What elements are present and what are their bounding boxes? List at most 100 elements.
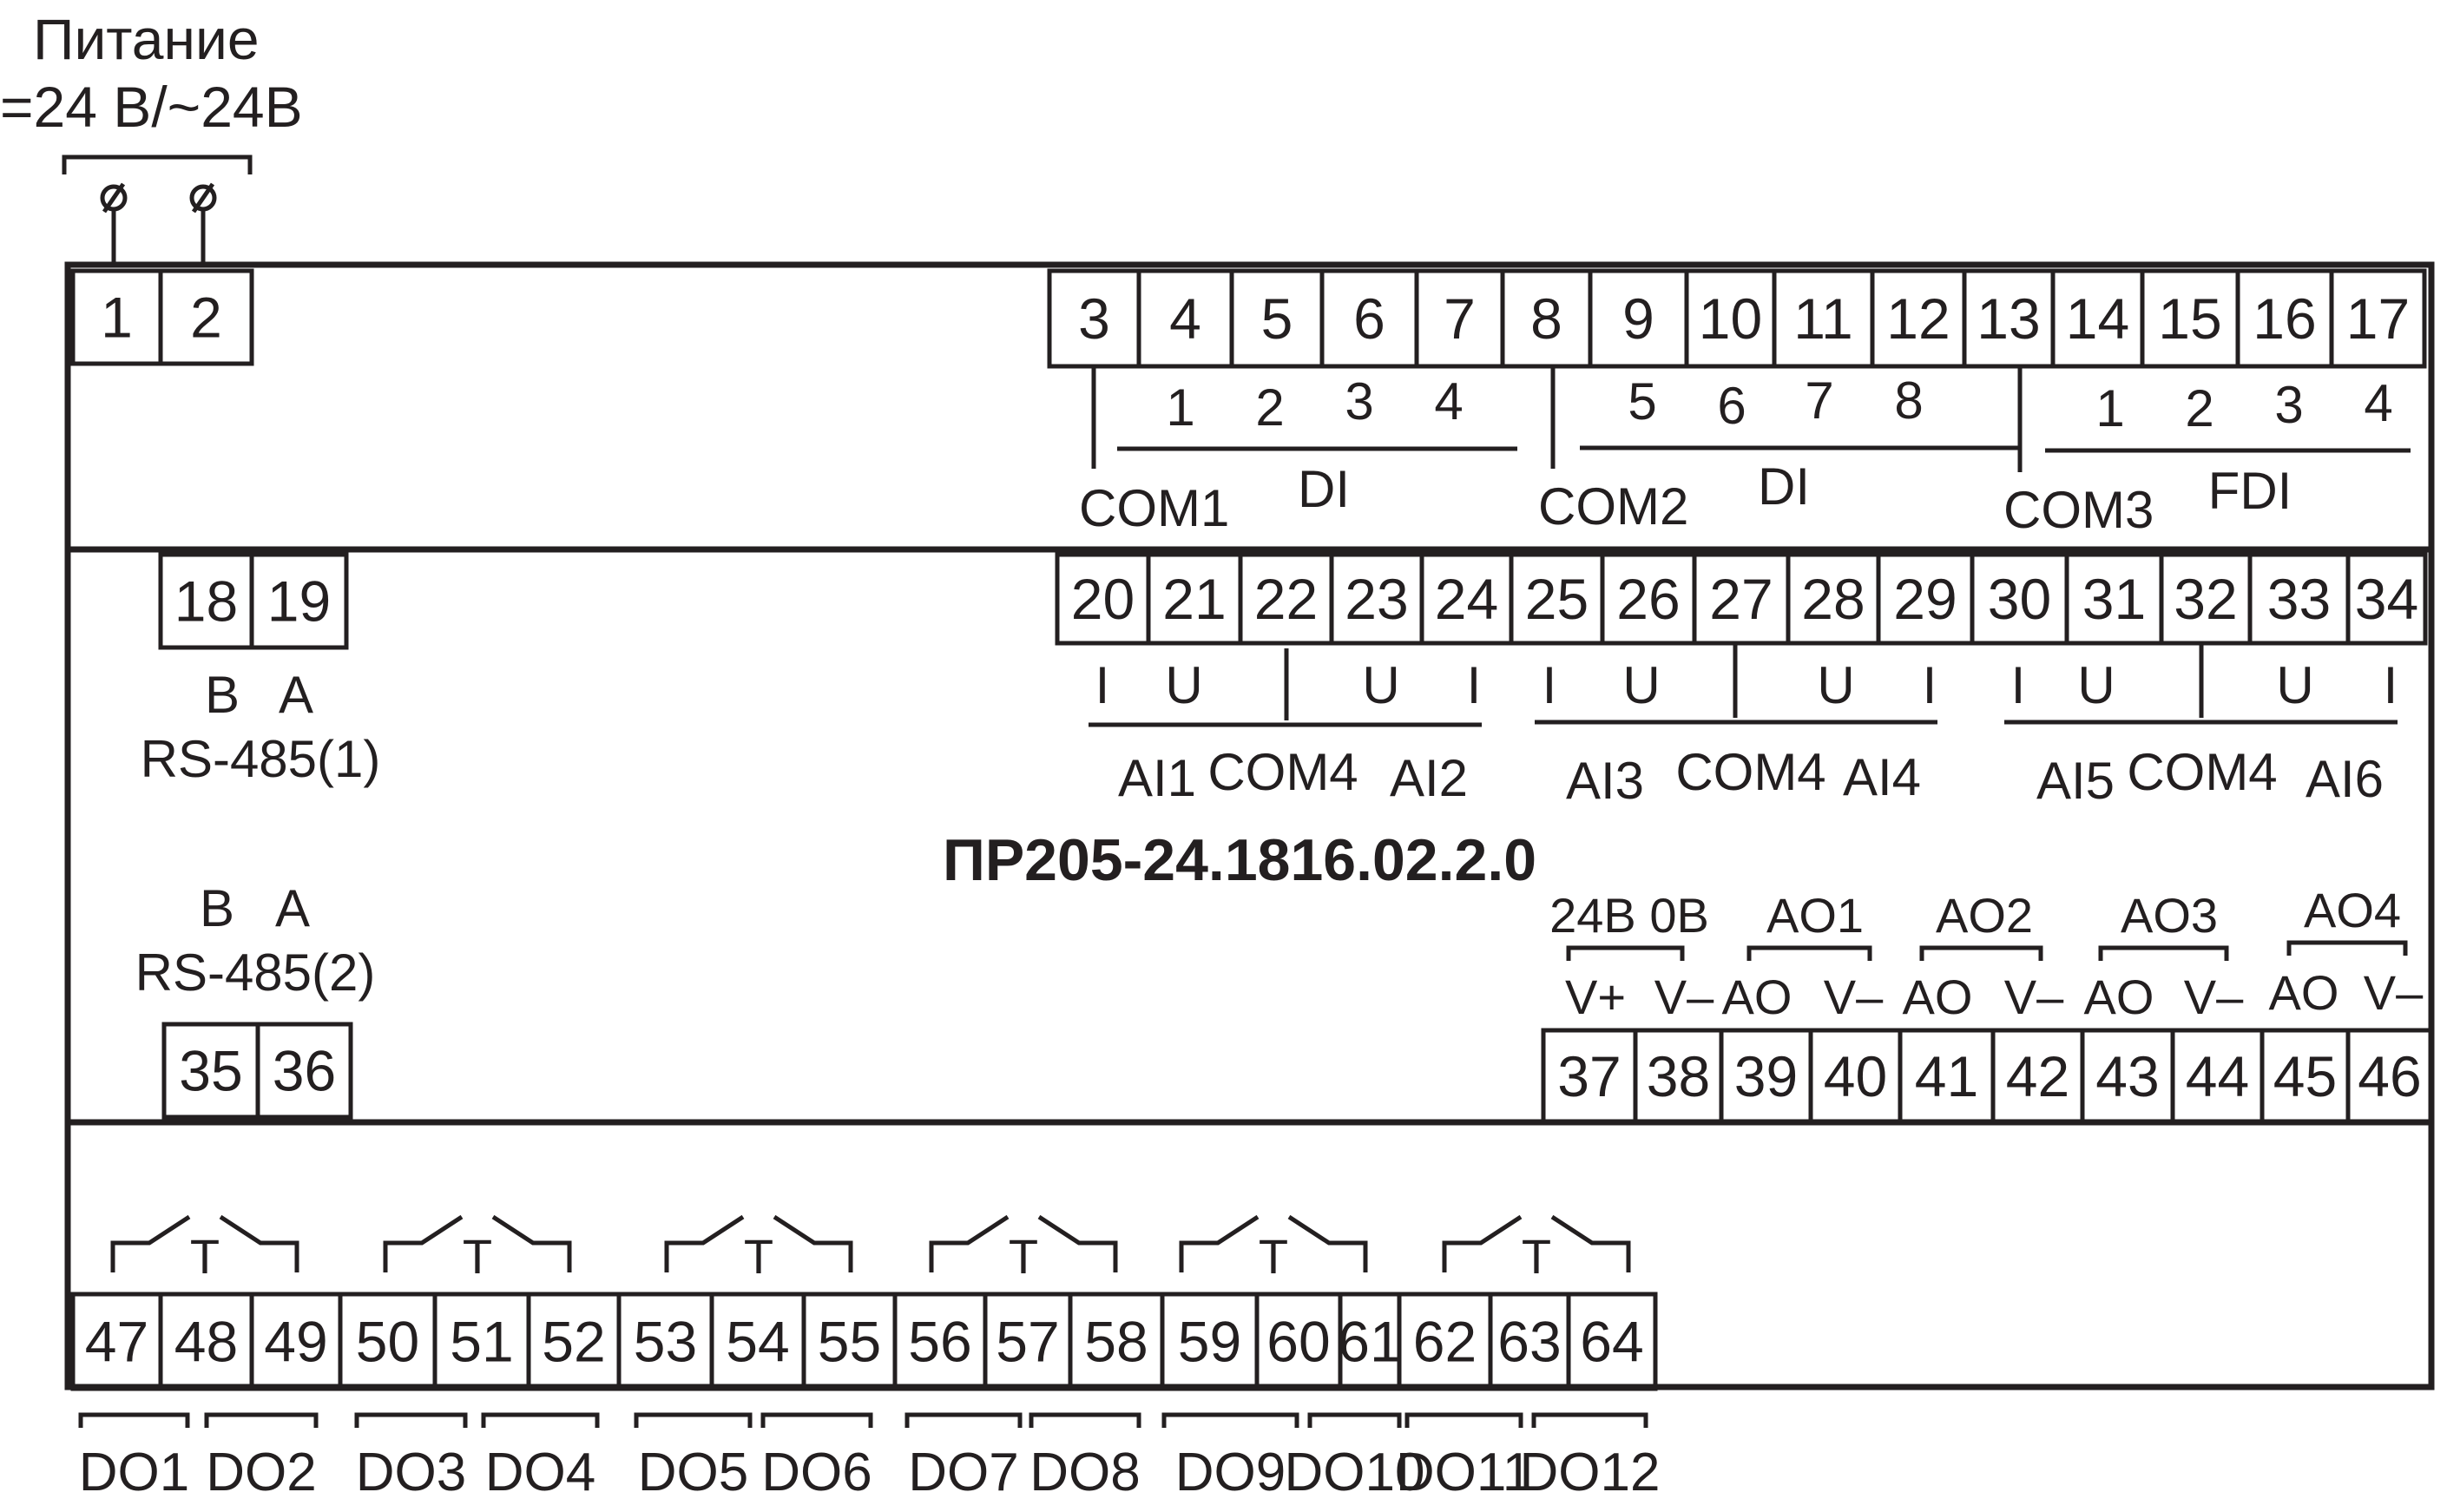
- terminal: 22: [1238, 552, 1334, 646]
- di-number: 2: [1255, 378, 1284, 437]
- terminal: 17: [2329, 268, 2427, 369]
- terminal: 21: [1146, 552, 1243, 646]
- ao-channel-2: AO2 AO V–: [1903, 888, 2065, 1024]
- ai-current-label: I: [1095, 656, 1110, 714]
- di-group-1: 1 2 3 4 COM1 DI: [1079, 368, 1517, 537]
- terminal: 13: [1962, 268, 2056, 369]
- terminal: 33: [2247, 552, 2351, 646]
- terminal: 53: [616, 1292, 714, 1391]
- terminal: 9: [1588, 268, 1689, 369]
- power-title: Питание: [33, 7, 260, 71]
- do-label: DO2: [206, 1443, 316, 1502]
- do-output: DO8: [1029, 1412, 1141, 1502]
- terminal-number: 2: [190, 286, 222, 350]
- terminal: 26: [1600, 552, 1697, 646]
- terminal-number: 30: [1988, 567, 2051, 631]
- terminal-number: 53: [634, 1310, 697, 1374]
- terminal: 31: [2064, 552, 2164, 646]
- terminal: 55: [801, 1292, 898, 1391]
- ai-current-label: I: [1543, 656, 1557, 714]
- terminal-number: 34: [2355, 567, 2418, 631]
- fdi-com-label: COM3: [2003, 481, 2154, 539]
- terminal: 39: [1719, 1028, 1813, 1125]
- fdi-number: 1: [2095, 379, 2124, 437]
- terminal: 27: [1692, 552, 1791, 646]
- terminal-number: 63: [1497, 1310, 1561, 1374]
- rs485-b-label: B: [200, 879, 234, 937]
- ao-minus-label: V–: [2184, 970, 2244, 1024]
- terminal: 5: [1229, 268, 1325, 369]
- terminal-number: 51: [450, 1310, 513, 1374]
- ai-voltage-label: U: [1362, 656, 1399, 714]
- model-name: ПР205-24.1816.02.2.0: [943, 827, 1536, 893]
- terminal-number: 49: [264, 1310, 327, 1374]
- terminal: 46: [2345, 1028, 2434, 1125]
- di-com-label: COM1: [1079, 479, 1229, 537]
- do-output: DO12: [1520, 1412, 1660, 1502]
- ai-com-label: COM4: [2127, 743, 2277, 801]
- ai-com-label: COM4: [1675, 743, 1825, 801]
- di-number: 7: [1805, 371, 1833, 430]
- ao-out-label: AO: [2269, 965, 2339, 1020]
- terminal-number: 18: [174, 569, 238, 634]
- do-label: DO7: [908, 1443, 1018, 1502]
- fdi-group-label: FDI: [2208, 462, 2292, 520]
- terminal-number: 25: [1525, 567, 1589, 631]
- ao-out-label: AO: [1722, 970, 1792, 1024]
- ai-left-label: AI1: [1118, 749, 1196, 807]
- ao-channel-bracket: [2286, 940, 2408, 956]
- rs485-b-label: B: [205, 666, 240, 724]
- do-label: DO9: [1175, 1443, 1286, 1502]
- terminal-number: 60: [1266, 1310, 1330, 1374]
- ao-channel-bracket: [1919, 945, 2043, 961]
- rs485-1: B A RS-485(1): [141, 666, 381, 788]
- terminal-number: 7: [1444, 286, 1476, 351]
- terminal: 35: [161, 1022, 260, 1120]
- terminal-number: 3: [1078, 286, 1110, 351]
- ai-group-3: I U U I AI5 COM4 AI6: [2004, 645, 2398, 810]
- terminal: 23: [1329, 552, 1424, 646]
- terminal: 45: [2260, 1028, 2351, 1125]
- relay-common-label: T: [1259, 1229, 1288, 1284]
- terminal-number: 24: [1435, 567, 1498, 631]
- terminal-number: 47: [85, 1310, 148, 1374]
- do-output: DO10: [1285, 1412, 1424, 1502]
- ao-channel-1: AO1 AO V–: [1722, 888, 1885, 1024]
- relay-contact-icon: T: [929, 1214, 1118, 1284]
- terminal-number: 29: [1893, 567, 1957, 631]
- fdi-number: 4: [2364, 374, 2392, 432]
- terminal: 25: [1509, 552, 1605, 646]
- terminal: 15: [2140, 268, 2240, 369]
- terminal: 29: [1876, 552, 1975, 646]
- ai-current-label: I: [1467, 656, 1482, 714]
- di-number: 1: [1166, 378, 1194, 437]
- do-output: DO2: [204, 1412, 319, 1502]
- ao-supply-bracket: [1566, 945, 1685, 961]
- ao-channel-label: AO3: [2121, 888, 2218, 943]
- terminal-number: 52: [542, 1310, 605, 1374]
- screw-terminal-icon: [189, 182, 217, 265]
- terminal-number: 56: [908, 1310, 971, 1374]
- terminal: 47: [70, 1292, 163, 1391]
- terminal-number: 12: [1886, 286, 1950, 351]
- terminal: 3: [1047, 268, 1141, 369]
- terminal-number: 43: [2095, 1044, 2159, 1108]
- di-group-label: DI: [1758, 457, 1810, 516]
- terminal: 50: [338, 1292, 437, 1391]
- terminal-number: 19: [267, 569, 331, 634]
- terminal-number: 32: [2174, 567, 2237, 631]
- terminal-number: 57: [996, 1310, 1059, 1374]
- terminal-number: 37: [1557, 1044, 1621, 1108]
- ao-channel-bracket: [1746, 945, 1872, 961]
- ao-supply-plus: V+: [1565, 970, 1626, 1024]
- ai-right-label: AI2: [1390, 749, 1468, 807]
- di-number: 5: [1628, 372, 1656, 431]
- terminal-number: 36: [273, 1039, 336, 1103]
- terminal: 24: [1419, 552, 1514, 646]
- relay-contact-icon: T: [383, 1214, 572, 1284]
- ao-supply-minus: V–: [1654, 970, 1714, 1024]
- terminal-number: 26: [1616, 567, 1680, 631]
- ai-current-label: I: [1923, 656, 1937, 714]
